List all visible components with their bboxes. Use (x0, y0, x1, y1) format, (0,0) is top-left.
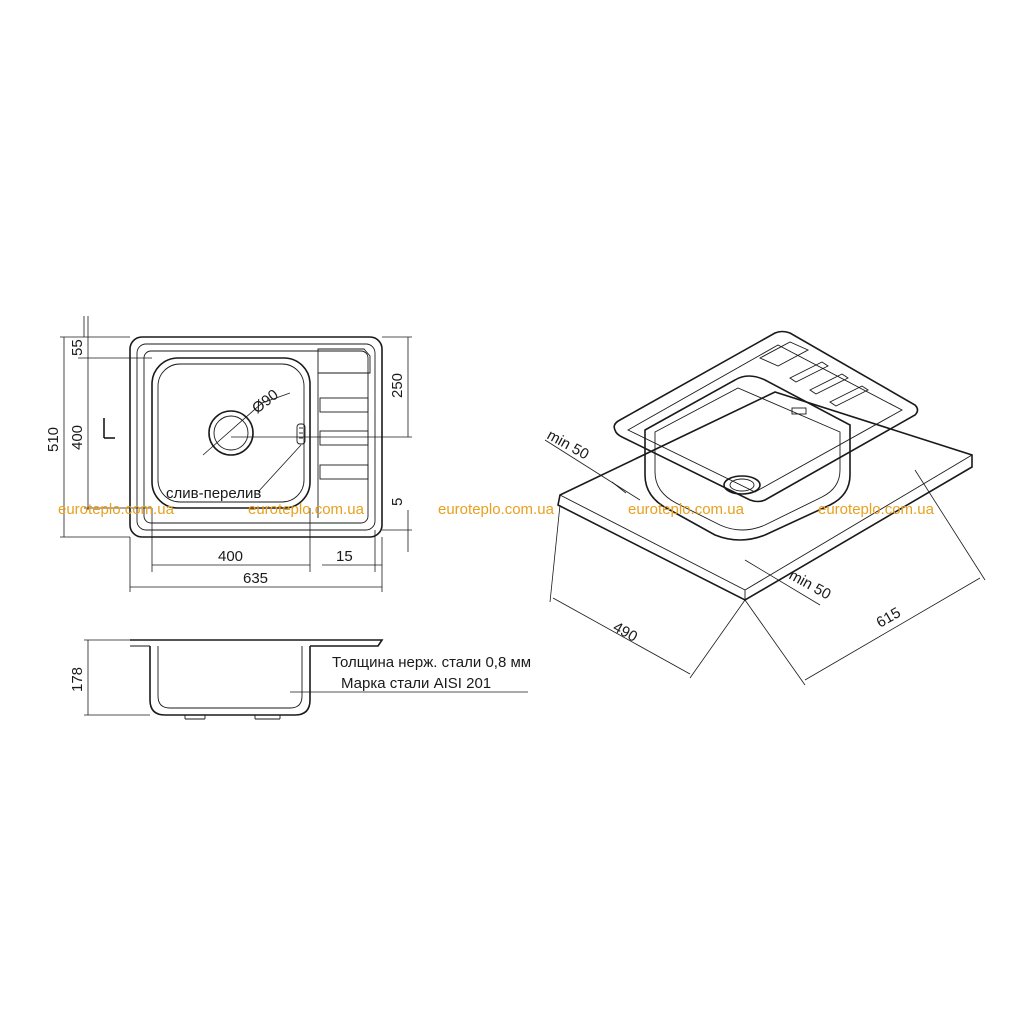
dim-510-label: 510 (45, 427, 62, 452)
drainboard-top-pad (317, 348, 371, 374)
iso-sink-inner-rim (627, 344, 903, 493)
watermark-row: euroteplo.com.ua euroteplo.com.ua eurote… (58, 501, 935, 518)
countertop-outline (557, 391, 973, 601)
iso-rib-1 (789, 361, 829, 383)
dim-615-line (804, 577, 981, 681)
dim-250-label: 250 (389, 373, 406, 398)
note-thickness: Толщина нерж. стали 0,8 мм (332, 654, 531, 671)
min50-left-leader (544, 439, 641, 501)
min50-right-leader (744, 559, 821, 606)
drainboard-rib-3 (319, 464, 369, 480)
watermark-5: euroteplo.com.ua (818, 501, 935, 518)
iso-drain-pad (758, 341, 810, 367)
iso-bowl (644, 375, 851, 541)
dim-5-label: 5 (389, 498, 406, 506)
drain-diameter-leader (202, 402, 263, 456)
dim-615-label: 615 (874, 604, 904, 631)
iso-sink-rim (613, 330, 919, 503)
iso-rib-3 (829, 385, 869, 407)
drain-inner (213, 415, 249, 451)
dim-400-v-label: 400 (69, 425, 86, 450)
dim-178-label: 178 (69, 667, 86, 692)
overflow-slot (296, 423, 306, 445)
dim-490-label: 490 (610, 619, 640, 646)
dim-635-label: 635 (243, 570, 268, 587)
top-view: Ø90 слив-перелив 510 55 400 250 (45, 316, 412, 592)
dim-15-label: 15 (336, 548, 353, 565)
iso-overflow (791, 407, 807, 415)
dim-490-line (552, 597, 691, 675)
iso-drain (723, 475, 761, 495)
min50-left-label: min 50 (544, 427, 592, 464)
dim-55-label: 55 (69, 339, 86, 356)
overflow-label: слив-перелив (166, 485, 261, 502)
min50-right-label: min 50 (786, 567, 834, 604)
watermark-1: euroteplo.com.ua (58, 501, 175, 518)
overflow-leader (257, 444, 302, 493)
note-steel-grade: Марка стали AISI 201 (341, 675, 491, 692)
watermark-3: euroteplo.com.ua (438, 501, 555, 518)
watermark-4: euroteplo.com.ua (628, 501, 745, 518)
dim-400-h-label: 400 (218, 548, 243, 565)
sink-bowl-inner (157, 363, 305, 503)
side-view: 178 Толщина нерж. стали 0,8 мм Марка ста… (69, 639, 531, 720)
watermark-2: euroteplo.com.ua (248, 501, 365, 518)
countertop-edge-front (559, 494, 746, 591)
sink-bowl (151, 357, 311, 509)
iso-rib-2 (809, 373, 849, 395)
drainboard-rib-1 (319, 397, 369, 413)
side-bowl (149, 646, 311, 716)
side-rim (130, 639, 384, 647)
drainboard-rib-2 (319, 430, 369, 446)
drain-diameter-label: Ø90 (249, 386, 282, 417)
drain-diameter-leader-2 (261, 392, 291, 404)
drain-outer (208, 410, 254, 456)
